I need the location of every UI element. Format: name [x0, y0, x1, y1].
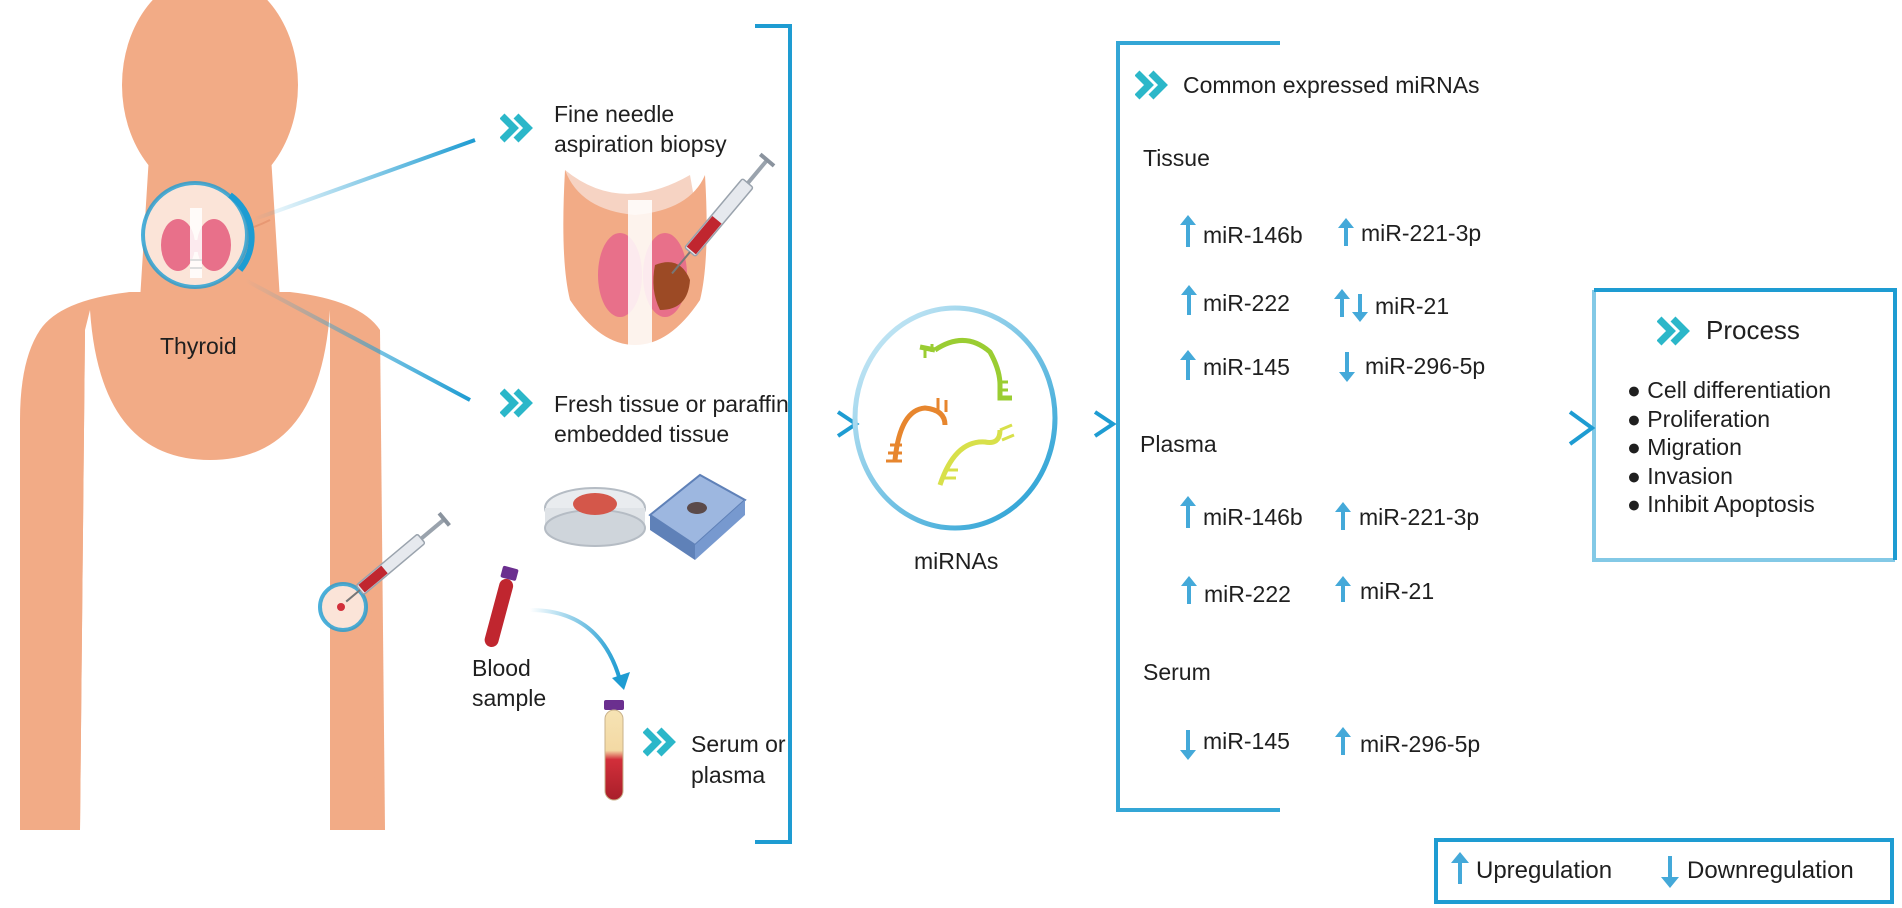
serum-mirna-2: miR-296-5p [1360, 731, 1481, 757]
up-arrow-icon [1180, 350, 1196, 380]
legend-down-label: Downregulation [1687, 857, 1854, 884]
chevron-double-icon [643, 727, 676, 757]
up-arrow-icon [1181, 576, 1197, 604]
tissue-mirna-2: miR-221-3p [1361, 220, 1482, 246]
plasma-mirna-2: miR-221-3p [1359, 504, 1480, 530]
down-arrow-icon [1339, 352, 1355, 382]
chevron-double-icon [500, 388, 533, 418]
tissue-mirna-6: miR-296-5p [1365, 353, 1486, 379]
process-item-text: Cell differentiation [1647, 377, 1831, 403]
fna-syringe [671, 152, 776, 275]
blood-label-line2: sample [472, 685, 547, 711]
fna-illustration [563, 170, 707, 345]
chevron-double-icon [1135, 70, 1168, 100]
down-arrow-icon [1180, 730, 1196, 760]
blood-tube [484, 565, 519, 647]
up-arrow-icon [1180, 496, 1196, 528]
arm-syringe [345, 511, 451, 603]
up-arrow-icon [1180, 215, 1196, 247]
up-arrow-icon [1451, 852, 1469, 884]
plasma-mirna-4: miR-21 [1360, 578, 1435, 604]
human-figure [20, 0, 385, 830]
down-arrow-icon [1661, 856, 1679, 888]
tissue-mirna-3: miR-222 [1203, 290, 1290, 316]
process-item-text: Inhibit Apoptosis [1647, 491, 1815, 518]
plasma-mirna-1: miR-146b [1203, 504, 1303, 530]
fna-label-line2: aspiration biopsy [554, 131, 727, 157]
tissue-mirna-1: miR-146b [1203, 222, 1303, 248]
process-item-text: Migration [1647, 434, 1742, 461]
process-item: ● Inhibit Apoptosis [1627, 491, 1815, 518]
process-title: Process [1706, 315, 1800, 345]
down-arrow-icon [1352, 294, 1368, 322]
chevron-double-icon [500, 113, 533, 143]
serum-mirna-1: miR-145 [1203, 728, 1290, 754]
chevron-double-icon [1657, 316, 1690, 346]
paraffin-block [648, 473, 747, 560]
mirnas-label: miRNAs [914, 548, 999, 574]
serum-label-line1: Serum or [691, 731, 786, 757]
process-item-text: Proliferation [1647, 405, 1771, 432]
serum-label-line2: plasma [691, 762, 766, 788]
mirna-circle [852, 305, 1058, 531]
panel-title: Common expressed miRNAs [1183, 72, 1480, 98]
group-heading-serum: Serum [1143, 659, 1211, 685]
group-heading-plasma: Plasma [1140, 431, 1217, 457]
process-item: ● Proliferation [1627, 405, 1771, 432]
process-item: ● Invasion [1627, 462, 1733, 489]
tissue-mirna-4: miR-21 [1375, 293, 1450, 319]
tissue-label-line1: Fresh tissue or paraffin [554, 391, 789, 417]
thyroid-magnifier [141, 181, 255, 289]
legend-up-label: Upregulation [1476, 857, 1613, 884]
process-list: ● Cell differentiation ● Proliferation ●… [1627, 377, 1831, 517]
tissue-mirna-5: miR-145 [1203, 354, 1290, 380]
serum-tube [604, 700, 624, 801]
blood-label-line1: Blood [472, 655, 531, 681]
process-item-text: Invasion [1647, 462, 1733, 489]
up-arrow-icon [1335, 727, 1351, 755]
up-arrow-icon [1335, 576, 1351, 602]
process-item: ● Cell differentiation [1627, 377, 1831, 403]
petri-dish [544, 487, 646, 547]
tissue-label-line2: embedded tissue [554, 421, 730, 447]
thyroid-label: Thyroid [160, 333, 237, 359]
up-arrow-icon [1334, 289, 1350, 317]
up-arrow-icon [1181, 285, 1197, 315]
plasma-mirna-3: miR-222 [1204, 581, 1291, 607]
up-arrow-icon [1335, 502, 1351, 530]
group-heading-tissue: Tissue [1143, 145, 1210, 171]
up-arrow-icon [1338, 218, 1354, 246]
process-item: ● Migration [1627, 434, 1742, 461]
fna-label-line1: Fine needle [554, 101, 675, 127]
